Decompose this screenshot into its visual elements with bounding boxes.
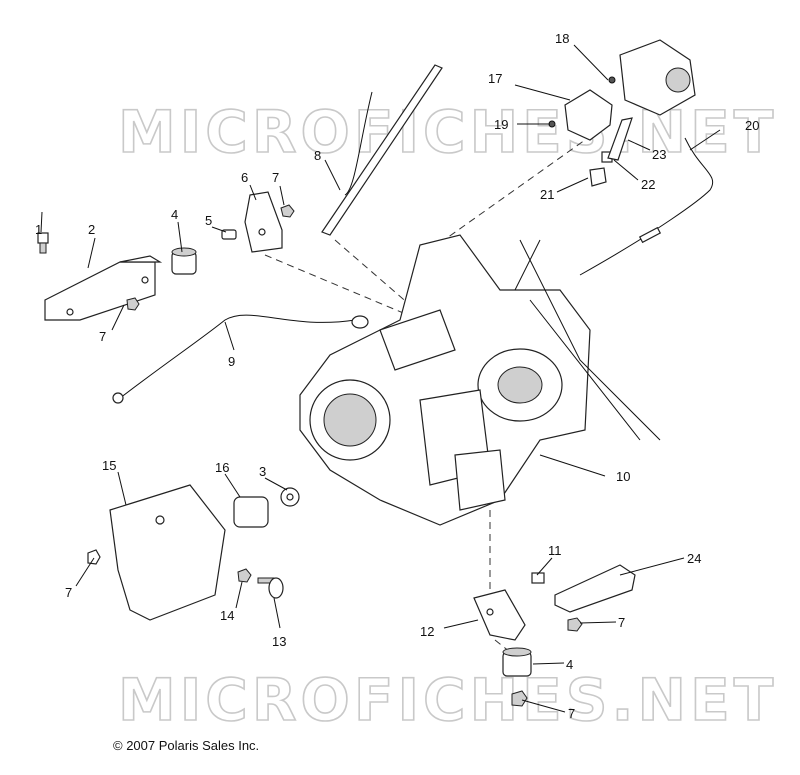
callouts: 1 2 4 5 6 7 7 8 9 10 11 12 13 14 15 16 3… [35, 31, 759, 721]
engine-assembly [299, 234, 661, 526]
callout-13: 13 [272, 634, 286, 649]
callout-7-upper: 7 [272, 170, 279, 185]
callout-24: 24 [687, 551, 701, 566]
callout-3: 3 [259, 464, 266, 479]
callout-17: 17 [488, 71, 502, 86]
callout-15: 15 [102, 458, 116, 473]
callout-7-bottom: 7 [568, 706, 575, 721]
callout-10: 10 [616, 469, 630, 484]
callout-22: 22 [641, 177, 655, 192]
nut-14 [237, 568, 252, 583]
callout-16: 16 [215, 460, 229, 475]
callout-19: 19 [494, 117, 508, 132]
engine-bracket-side [109, 484, 226, 621]
sensor-21 [589, 167, 607, 187]
throttle-body [619, 39, 696, 116]
bolt-13 [257, 577, 284, 599]
callout-2: 2 [88, 222, 95, 237]
rubber-mount-lower [502, 647, 532, 677]
callout-5: 5 [205, 213, 212, 228]
callout-23: 23 [652, 147, 666, 162]
nut-7-left [126, 297, 140, 311]
callout-7-right: 7 [618, 615, 625, 630]
rubber-mount-upper [171, 247, 197, 275]
watermark-bottom: MICROFICHES.NET [118, 666, 777, 734]
watermark-top: MICROFICHES.NET [118, 98, 777, 166]
ground-cable [112, 314, 369, 404]
engine-bracket-lower [473, 589, 526, 641]
leader-lines [40, 44, 721, 713]
copyright-notice: © 2007 Polaris Sales Inc. [113, 738, 260, 753]
callout-4-upper: 4 [171, 207, 178, 222]
support-rod [321, 64, 443, 236]
callout-7-left: 7 [99, 329, 106, 344]
skid-guard [554, 564, 636, 613]
callout-20: 20 [745, 118, 759, 133]
nut-7-bottom [511, 690, 528, 707]
nut-7-right [567, 617, 583, 632]
rubber-mount-side [233, 496, 269, 528]
throttle-cable [579, 137, 714, 276]
callout-9: 9 [228, 354, 235, 369]
callout-12: 12 [420, 624, 434, 639]
washer-3 [280, 487, 300, 507]
bolt-11 [531, 572, 545, 584]
callout-11: 11 [548, 543, 562, 558]
callout-18: 18 [555, 31, 569, 46]
screw-18 [608, 76, 616, 84]
callout-14: 14 [220, 608, 234, 623]
engine-bracket-left [44, 255, 163, 321]
throttle-cover [564, 89, 613, 141]
callout-8: 8 [314, 148, 321, 163]
callout-6: 6 [241, 170, 248, 185]
callout-21: 21 [540, 187, 554, 202]
nut-7-upper [280, 204, 295, 218]
callout-4-lower: 4 [566, 657, 573, 672]
nut-7-far-left [87, 549, 101, 565]
bolt-1 [37, 232, 49, 254]
callout-1: 1 [35, 222, 42, 237]
hose-23 [607, 117, 633, 161]
callout-7-far-left: 7 [65, 585, 72, 600]
engine-bracket-upper [244, 191, 283, 253]
